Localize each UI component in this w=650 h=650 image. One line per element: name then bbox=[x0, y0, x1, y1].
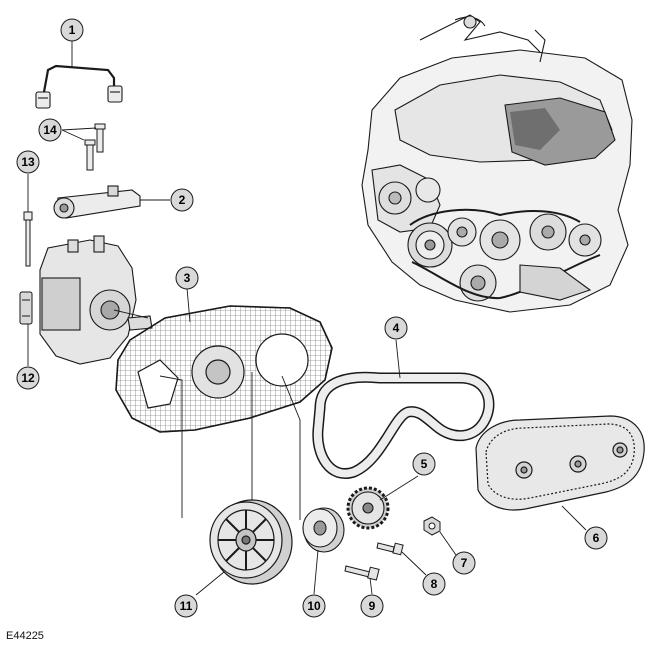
leader-lines bbox=[27, 38, 587, 596]
tensioner-bolt bbox=[344, 565, 380, 581]
wiring-harness bbox=[35, 64, 123, 109]
callout-13-label: 13 bbox=[21, 155, 35, 169]
callout-12: 12 bbox=[16, 366, 40, 390]
callout-4: 4 bbox=[384, 316, 408, 340]
callout-6-label: 6 bbox=[593, 531, 600, 545]
callout-9-label: 9 bbox=[369, 599, 376, 613]
callout-5: 5 bbox=[412, 452, 436, 476]
callout-3: 3 bbox=[175, 266, 199, 290]
idler-bolt-short bbox=[376, 542, 404, 556]
callout-1: 1 bbox=[60, 18, 84, 42]
tensioner-pulley bbox=[302, 507, 345, 553]
callout-10-label: 10 bbox=[307, 599, 321, 613]
callout-7-label: 7 bbox=[461, 556, 468, 570]
rear-timing-cover bbox=[115, 305, 333, 433]
callout-1-label: 1 bbox=[69, 23, 76, 37]
callout-9: 9 bbox=[360, 594, 384, 618]
fuel-rail bbox=[53, 185, 141, 219]
camshaft-sprocket bbox=[346, 486, 390, 530]
studs bbox=[84, 123, 106, 171]
callout-10: 10 bbox=[302, 594, 326, 618]
crankshaft-pulley bbox=[209, 499, 293, 585]
callout-4-label: 4 bbox=[393, 321, 400, 335]
timing-belt bbox=[312, 371, 495, 479]
callout-2-label: 2 bbox=[179, 193, 186, 207]
figure-reference-code: E44225 bbox=[6, 630, 44, 642]
engine-assembly bbox=[361, 14, 633, 313]
callout-7: 7 bbox=[452, 551, 476, 575]
callout-5-label: 5 bbox=[421, 457, 428, 471]
pump-bracket bbox=[19, 291, 33, 325]
callout-8-label: 8 bbox=[431, 577, 438, 591]
callout-14-label: 14 bbox=[43, 123, 57, 137]
callout-13: 13 bbox=[16, 150, 40, 174]
callout-2: 2 bbox=[170, 188, 194, 212]
callout-14: 14 bbox=[38, 118, 62, 142]
fuel-pump bbox=[39, 235, 153, 365]
callout-11: 11 bbox=[174, 594, 198, 618]
long-bolt bbox=[23, 211, 33, 267]
callout-12-label: 12 bbox=[21, 371, 35, 385]
callout-8: 8 bbox=[422, 572, 446, 596]
sprocket-nut bbox=[423, 516, 441, 536]
callout-6: 6 bbox=[584, 526, 608, 550]
callout-11-label: 11 bbox=[180, 599, 193, 613]
callouts: 1 2 3 4 5 6 7 8 9 10 11 12 13 14 bbox=[16, 18, 608, 618]
callout-3-label: 3 bbox=[184, 271, 191, 285]
front-timing-cover bbox=[475, 415, 645, 511]
